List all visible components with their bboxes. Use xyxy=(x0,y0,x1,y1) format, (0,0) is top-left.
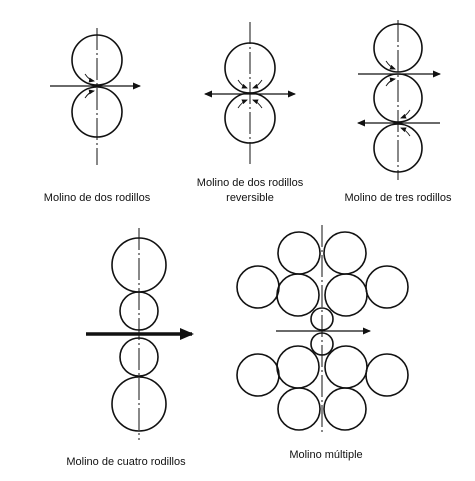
three-high-rotation-arrow-2 xyxy=(385,77,396,87)
two-high-label: Molino de dos rodillos xyxy=(44,192,151,204)
four-high-label: Molino de cuatro rodillos xyxy=(66,456,186,468)
three-high-bottom-roll xyxy=(373,123,423,173)
two-high-top-roll xyxy=(71,34,123,86)
two-high-reversing-mill: Molino de dos rodillos reversible xyxy=(197,22,304,204)
reversing-top-rotation-arrow xyxy=(237,79,248,89)
cluster-lower-backup-roll-3 xyxy=(236,353,280,397)
two-high-mill: Molino de dos rodillos xyxy=(44,28,151,204)
cluster-lower-backup-roll-6 xyxy=(323,387,367,431)
three-high-label: Molino de tres rodillos xyxy=(345,192,452,204)
reversing-label-line1: Molino de dos rodillos xyxy=(197,177,304,189)
three-high-top-roll xyxy=(373,23,423,73)
cluster-upper-backup-roll-6 xyxy=(365,265,409,309)
cluster-label: Molino múltiple xyxy=(289,449,362,461)
reversing-label-line2: reversible xyxy=(226,192,274,204)
three-high-rotation-arrow-4 xyxy=(400,127,411,137)
cluster-upper-backup-roll-4 xyxy=(276,273,320,317)
cluster-upper-backup-roll-1 xyxy=(277,231,321,275)
cluster-lower-backup-roll-4 xyxy=(365,353,409,397)
four-high-bottom-work-roll xyxy=(119,337,159,377)
cluster-lower-backup-roll-5 xyxy=(277,387,321,431)
reversing-bottom-rotation-arrow xyxy=(237,99,248,109)
cluster-bottom-work-roll xyxy=(310,332,334,356)
reversing-bottom-roll xyxy=(224,92,276,144)
cluster-lower-backup-roll-1 xyxy=(276,345,320,389)
cluster-upper-backup-roll-5 xyxy=(324,273,368,317)
two-high-bottom-roll xyxy=(71,86,123,138)
four-high-mill: Molino de cuatro rodillos xyxy=(66,228,194,468)
two-high-bottom-rotation-arrow xyxy=(84,89,95,99)
four-high-bottom-backup-roll xyxy=(111,376,167,432)
cluster-upper-backup-roll-2 xyxy=(323,231,367,275)
cluster-mill: Molino múltiple xyxy=(236,225,409,461)
cluster-upper-backup-roll-3 xyxy=(236,265,280,309)
reversing-bottom-rotation-arrow-2 xyxy=(252,99,263,109)
three-high-mill: Molino de tres rodillos xyxy=(345,20,452,204)
reversing-top-rotation-arrow-2 xyxy=(252,79,263,89)
cluster-lower-backup-roll-2 xyxy=(324,345,368,389)
cluster-top-work-roll xyxy=(310,307,334,331)
three-high-rotation-arrow-3 xyxy=(400,109,411,119)
four-high-top-work-roll xyxy=(119,291,159,331)
two-high-top-rotation-arrow xyxy=(84,73,95,83)
three-high-rotation-arrow-1 xyxy=(385,60,396,70)
